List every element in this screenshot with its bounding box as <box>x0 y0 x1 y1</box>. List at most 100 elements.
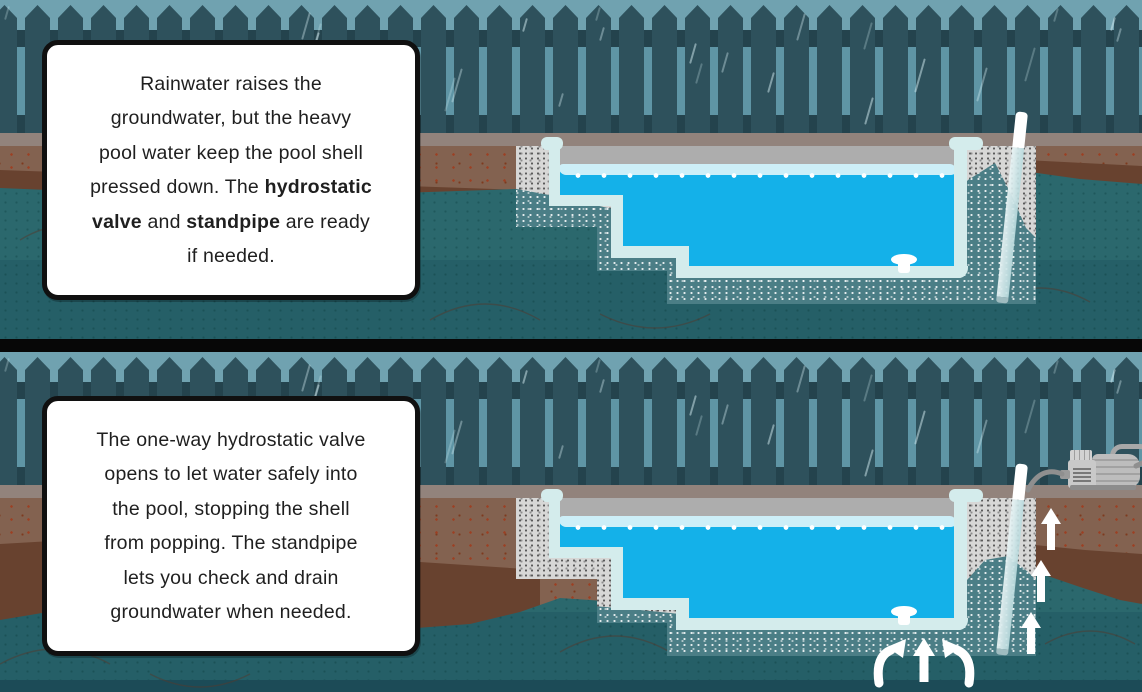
rain-streak <box>1024 399 1036 434</box>
rain-streak <box>301 12 311 40</box>
deep-ground-strip <box>0 680 1142 692</box>
pool-shell-floor <box>676 266 968 278</box>
hydrostatic-valve-stem <box>898 261 910 273</box>
standpipe-tip <box>995 648 1009 656</box>
fence-picket <box>1048 5 1073 133</box>
rain-streak <box>1053 359 1059 375</box>
fence-picket <box>487 357 512 485</box>
fence-picket <box>0 357 17 485</box>
drainage-pump <box>1092 454 1140 487</box>
fence-picket <box>883 357 908 485</box>
rain-streak <box>721 404 729 425</box>
fence-picket <box>784 357 809 485</box>
fence-picket <box>652 357 677 485</box>
rain-streak <box>558 92 564 108</box>
rain-streak <box>4 5 10 21</box>
fence-picket <box>883 5 908 133</box>
caption-line: lets you check and drain <box>123 566 339 589</box>
pool-shell-wall-right <box>954 496 967 630</box>
fence-picket <box>817 5 842 133</box>
caption-line: valve and standpipe are ready <box>92 210 370 233</box>
fence-picket <box>718 357 743 485</box>
fence-picket <box>982 357 1007 485</box>
fence-picket <box>982 5 1007 133</box>
pool-shell-step1 <box>549 547 623 558</box>
fence-picket <box>751 5 776 133</box>
rain-streak <box>976 419 988 454</box>
pump-cap <box>1070 450 1092 462</box>
caption-line: groundwater, but the heavy <box>110 107 352 129</box>
caption-line: the pool, stopping the shell <box>112 497 350 520</box>
fence-picket <box>817 357 842 485</box>
caption-line: from popping. The standpipe <box>104 532 358 554</box>
hydrostatic-valve-open <box>891 606 917 617</box>
pool-shell-wall-left <box>549 142 560 200</box>
fence-picket <box>421 357 446 485</box>
fence-picket <box>421 5 446 133</box>
pump-inlet-nozzle <box>1060 470 1070 479</box>
rain-streak <box>595 6 601 22</box>
pool-shell-step2 <box>611 598 689 610</box>
rain-streak <box>914 410 926 445</box>
rain-streak <box>796 13 806 41</box>
caption-line: groundwater when needed. <box>110 601 352 623</box>
pool-shell-wall-right <box>954 144 967 278</box>
fence-picket <box>520 5 545 133</box>
fence-picket <box>1081 5 1106 133</box>
fence-picket <box>949 357 974 485</box>
rain-streak <box>558 444 564 460</box>
fence-picket <box>454 357 479 485</box>
rain-streak <box>689 395 697 416</box>
pool-shell-floor <box>676 618 968 630</box>
rain-streak <box>1024 47 1036 82</box>
pool-shell-step2 <box>611 246 689 258</box>
rain-streak <box>914 58 926 93</box>
fence-picket <box>685 357 710 485</box>
fence-picket <box>454 5 479 133</box>
fence-picket <box>916 357 941 485</box>
hydrostatic-valve-stem <box>898 613 910 625</box>
rain-streak <box>864 97 874 125</box>
standpipe-tip <box>995 296 1009 304</box>
rain-streak <box>863 374 873 402</box>
rain-streak <box>595 358 601 374</box>
pool-shell-step1 <box>549 195 623 206</box>
fence-picket <box>619 5 644 133</box>
pool-coping-right <box>949 137 983 150</box>
fence-picket <box>685 5 710 133</box>
fence-picket <box>0 5 17 133</box>
fence-picket <box>784 5 809 133</box>
rain-streak <box>1053 7 1059 23</box>
fence-picket <box>586 357 611 485</box>
pool-shell-wall-left <box>549 494 560 552</box>
fence-picket <box>850 357 875 485</box>
water-surface-foam <box>559 516 956 530</box>
caption-line: pressed down. The hydrostatic <box>90 176 372 198</box>
rain-streak <box>1110 16 1116 32</box>
fence-picket <box>850 5 875 133</box>
panel-divider <box>0 339 1142 352</box>
rain-streak <box>301 364 311 392</box>
fence-picket <box>553 5 578 133</box>
rain-streak <box>864 449 874 477</box>
pool-shell-riser1 <box>611 547 623 610</box>
pump-head-grille <box>1068 460 1096 488</box>
fence-picket <box>586 5 611 133</box>
rain-streak <box>4 357 10 373</box>
pool-coping-right <box>949 489 983 502</box>
fence-picket <box>652 5 677 133</box>
fence-picket <box>520 357 545 485</box>
rain-streak <box>721 52 729 73</box>
fence-picket <box>916 5 941 133</box>
fence-picket <box>553 357 578 485</box>
rain-streak <box>767 72 775 93</box>
rain-streak <box>976 67 988 102</box>
fence-picket <box>487 5 512 133</box>
pool-shell-riser1 <box>611 195 623 258</box>
rain-streak <box>1116 379 1122 395</box>
rain-streak <box>767 424 775 445</box>
